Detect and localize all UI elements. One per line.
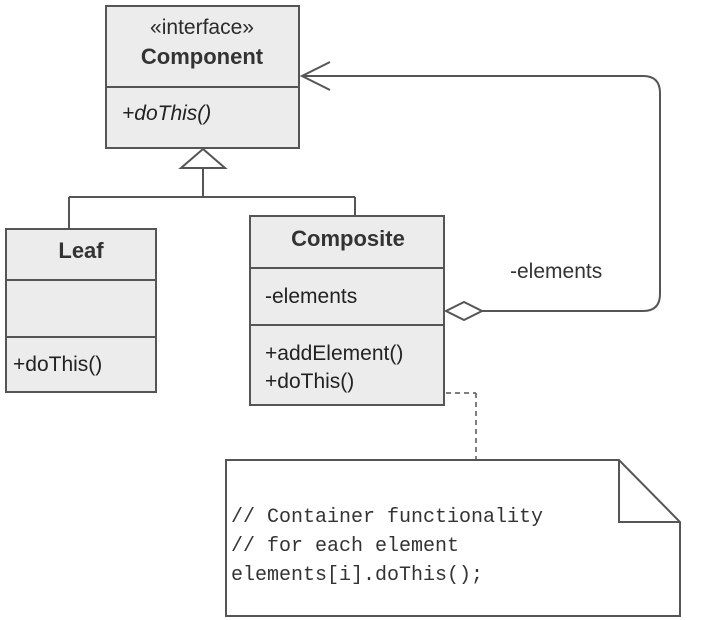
aggregation-connector: -elements (299, 61, 661, 322)
note-line-2: // for each element (231, 535, 459, 558)
composite-operation-addelement: +addElement() (265, 342, 403, 365)
composite-class[interactable]: Composite -elements +addElement() +doThi… (249, 215, 445, 406)
aggregation-diamond-icon (443, 300, 485, 322)
generalization-connector (68, 147, 356, 229)
component-operation-dothis: +doThis() (122, 102, 211, 125)
composite-attribute-elements: -elements (265, 285, 357, 308)
composite-name: Composite (291, 226, 405, 251)
note-anchor (446, 392, 477, 460)
leaf-class[interactable]: Leaf +doThis() (5, 228, 157, 393)
inheritance-triangle-icon (178, 147, 228, 169)
association-label: -elements (510, 260, 602, 283)
component-class[interactable]: «interface» Component +doThis() (105, 5, 300, 149)
leaf-name: Leaf (58, 238, 104, 263)
aggregation-path (302, 75, 661, 312)
note-body (225, 459, 681, 617)
open-arrowhead-icon (299, 61, 331, 91)
component-name: Component (141, 44, 264, 69)
composite-operation-dothis: +doThis() (265, 370, 354, 393)
note-line-1: // Container functionality (231, 506, 543, 529)
code-note[interactable]: // Container functionality // for each e… (225, 459, 681, 617)
note-line-3: elements[i].doThis(); (231, 564, 483, 587)
note-folded-corner-icon (618, 460, 680, 523)
leaf-operation-dothis: +doThis() (13, 353, 102, 376)
component-stereotype: «interface» (150, 16, 254, 39)
